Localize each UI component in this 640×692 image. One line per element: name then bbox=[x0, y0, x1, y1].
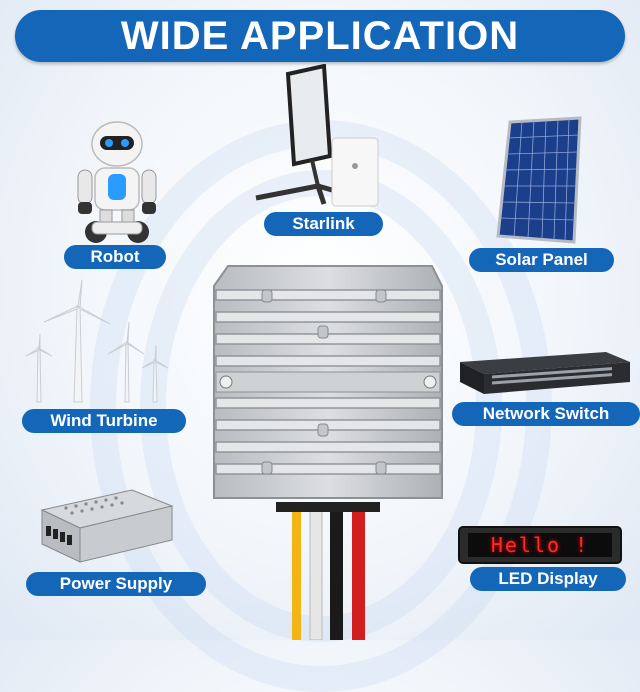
led-display-text: Hello ! bbox=[490, 533, 590, 557]
label-led-display: LED Display bbox=[470, 567, 626, 591]
robot-icon bbox=[77, 121, 157, 243]
wind-turbine-icon bbox=[25, 280, 169, 403]
converter-module bbox=[213, 265, 443, 640]
banner: WIDE APPLICATION bbox=[0, 6, 640, 66]
label-network-switch: Network Switch bbox=[452, 402, 640, 426]
label-power-supply: Power Supply bbox=[26, 572, 206, 596]
page-title: WIDE APPLICATION bbox=[15, 10, 625, 62]
solar-panel-icon bbox=[496, 116, 582, 244]
label-starlink: Starlink bbox=[264, 212, 383, 236]
label-solar-panel: Solar Panel bbox=[469, 248, 614, 272]
label-robot: Robot bbox=[64, 245, 166, 269]
led-display-icon bbox=[458, 526, 622, 564]
power-supply-icon bbox=[40, 489, 174, 563]
label-wind-turbine: Wind Turbine bbox=[22, 409, 186, 433]
network-switch-icon bbox=[460, 352, 630, 394]
satellite-dish-icon bbox=[255, 64, 379, 207]
